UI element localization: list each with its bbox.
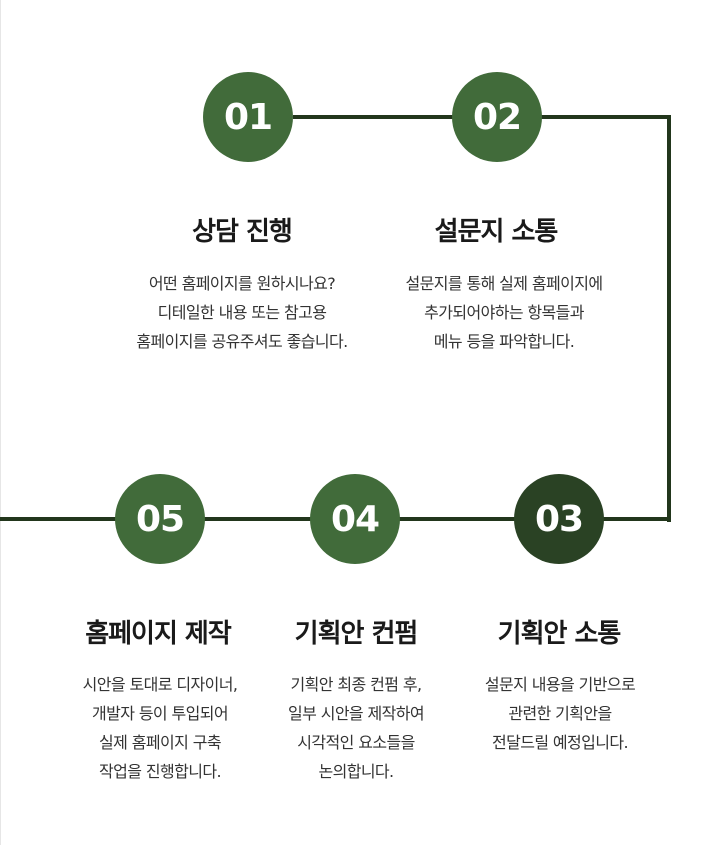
step-5-line: 개발자 등이 투입되어 [91, 704, 229, 723]
step-1-line: 어떤 홈페이지를 원하시나요? [148, 274, 336, 293]
step-2-description: 설문지를 통해 실제 홈페이지에 추가되어야하는 항목들과 메뉴 등을 파악합니… [364, 269, 644, 356]
step-2-line: 추가되어야하는 항목들과 [424, 303, 584, 322]
step-5-number-circle: 05 [115, 474, 205, 564]
step-4-line: 일부 시안을 제작하여 [287, 704, 425, 723]
step-3-line: 설문지 내용을 기반으로 [484, 675, 636, 694]
step-2-number-circle: 02 [452, 72, 542, 162]
step-5-number: 05 [135, 498, 185, 540]
step-4-description: 기획안 최종 컨펌 후, 일부 시안을 제작하여 시각적인 요소들을 논의합니다… [216, 670, 496, 786]
connector-right-vertical [667, 115, 671, 522]
step-4-number-circle: 04 [310, 474, 400, 564]
step-1-title: 상담 진행 [192, 217, 293, 247]
step-5-line: 실제 홈페이지 구축 [99, 733, 222, 752]
step-4-line: 시각적인 요소들을 [297, 733, 415, 752]
step-5-description: 시안을 토대로 디자이너, 개발자 등이 투입되어 실제 홈페이지 구축 작업을… [20, 670, 300, 786]
step-2-line: 메뉴 등을 파악합니다. [433, 332, 575, 351]
step-2-number: 02 [472, 96, 522, 138]
step-3-number-circle: 03 [514, 474, 604, 564]
step-3-line: 관련한 기획안을 [508, 704, 612, 723]
step-1-line: 디테일한 내용 또는 참고용 [157, 303, 327, 322]
step-3-title: 기획안 소통 [497, 619, 622, 649]
step-1-description: 어떤 홈페이지를 원하시나요? 디테일한 내용 또는 참고용 홈페이지를 공유주… [102, 269, 382, 356]
step-2-title: 설문지 소통 [434, 217, 559, 247]
step-3-number: 03 [534, 498, 584, 540]
step-1-line: 홈페이지를 공유주셔도 좋습니다. [136, 332, 348, 351]
step-1-number: 01 [223, 96, 273, 138]
page-left-border [0, 0, 1, 845]
step-5-line: 시안을 토대로 디자이너, [82, 675, 238, 694]
step-4-number: 04 [330, 498, 380, 540]
step-3-description: 설문지 내용을 기반으로 관련한 기획안을 전달드릴 예정입니다. [420, 670, 700, 757]
step-4-line: 기획안 최종 컨펌 후, [290, 675, 423, 694]
step-5-title: 홈페이지 제작 [85, 619, 232, 649]
step-3-line: 전달드릴 예정입니다. [491, 733, 629, 752]
step-1-number-circle: 01 [203, 72, 293, 162]
step-4-line: 논의합니다. [318, 762, 394, 781]
step-2-line: 설문지를 통해 실제 홈페이지에 [405, 274, 603, 293]
step-4-title: 기획안 컨펌 [294, 619, 419, 649]
step-5-line: 작업을 진행합니다. [99, 762, 222, 781]
